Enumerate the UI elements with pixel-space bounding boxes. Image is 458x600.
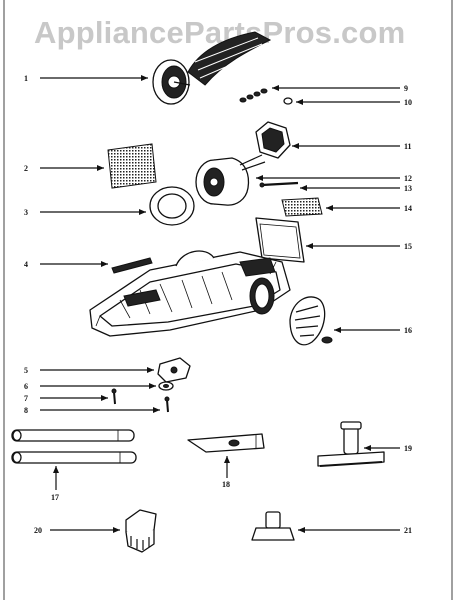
- part-13-pin: [259, 181, 299, 188]
- callout-13: 13: [404, 184, 412, 193]
- callout-20: 20: [34, 526, 42, 535]
- part-2-filter-pad: [107, 143, 157, 189]
- callout-15: 15: [404, 242, 412, 251]
- part-21-upholstery-tool: [251, 511, 295, 541]
- part-base-housing: [89, 250, 291, 337]
- part-3-gasket: [149, 186, 195, 226]
- part-11-filter-cap: [255, 121, 291, 159]
- callout-17: 17: [51, 493, 59, 502]
- callout-16: 16: [404, 326, 412, 335]
- part-15-panel: [255, 217, 305, 263]
- part-20-dusting-brush: [125, 509, 157, 553]
- part-5-latch: [157, 357, 191, 383]
- part-17-extension-wands: [11, 429, 137, 464]
- callout-14: 14: [404, 204, 412, 213]
- callout-4: 4: [24, 260, 28, 269]
- part-9-clips: [239, 88, 268, 103]
- callout-1: 1: [24, 74, 28, 83]
- callout-18: 18: [222, 480, 230, 489]
- callout-11: 11: [404, 142, 412, 151]
- part-14-exhaust-filter: [281, 197, 323, 217]
- part-1-fan-assembly: [152, 31, 272, 105]
- part-10-ring: [283, 97, 293, 105]
- part-6-washer: [158, 381, 174, 391]
- part-8-screw: [164, 396, 170, 413]
- callout-12: 12: [404, 174, 412, 183]
- callout-2: 2: [24, 164, 28, 173]
- callout-5: 5: [24, 366, 28, 375]
- part-16-wheel-cover: [289, 296, 333, 346]
- callout-6: 6: [24, 382, 28, 391]
- callout-19: 19: [404, 444, 412, 453]
- callout-9: 9: [404, 84, 408, 93]
- part-7-screw: [111, 388, 117, 405]
- part-4-bar: [111, 257, 153, 274]
- part-12-motor: [195, 154, 266, 206]
- callout-21: 21: [404, 526, 412, 535]
- callout-10: 10: [404, 98, 412, 107]
- part-18-crevice-tool: [187, 433, 265, 453]
- callout-3: 3: [24, 208, 28, 217]
- part-19-floor-brush: [317, 421, 385, 467]
- callout-8: 8: [24, 406, 28, 415]
- callout-7: 7: [24, 394, 28, 403]
